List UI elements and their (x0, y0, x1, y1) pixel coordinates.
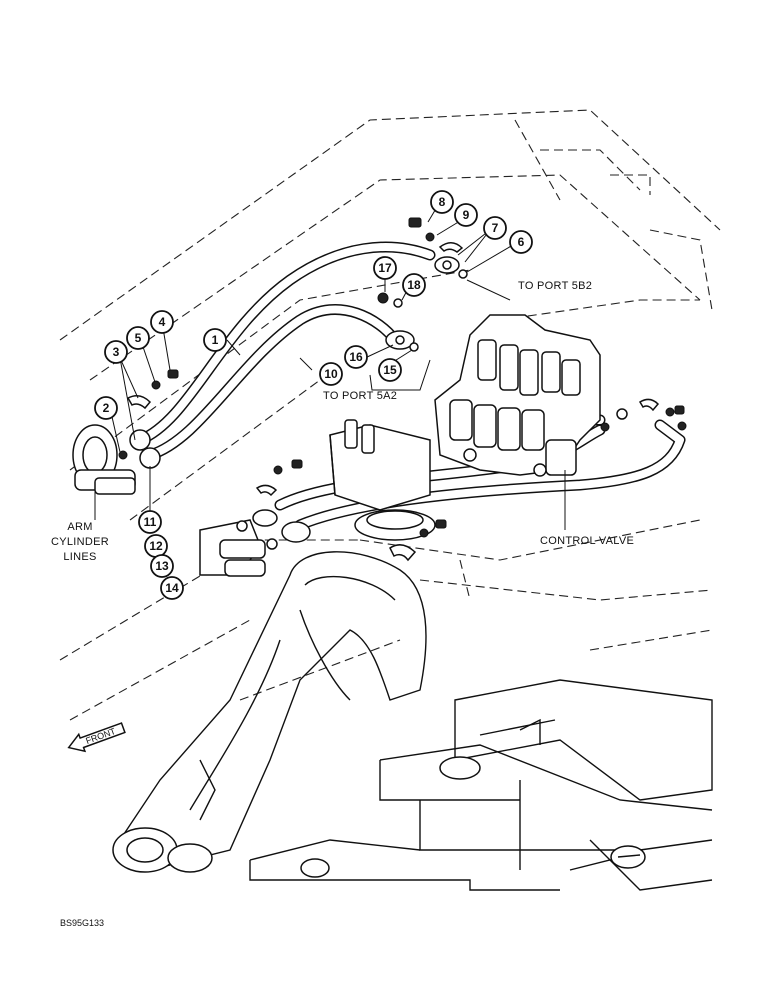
svg-text:17: 17 (378, 261, 392, 275)
svg-text:14: 14 (165, 581, 179, 595)
svg-text:1: 1 (212, 333, 219, 347)
upper-flange-fittings (377, 217, 468, 352)
control-valve-body (434, 314, 687, 477)
svg-text:13: 13 (155, 559, 169, 573)
figure-code: BS95G133 (60, 918, 104, 928)
svg-text:5: 5 (135, 331, 142, 345)
front-label: FRONT (84, 726, 117, 746)
swivel-block (329, 419, 436, 541)
svg-text:4: 4 (159, 315, 166, 329)
svg-text:10: 10 (324, 367, 338, 381)
callout-5: 5 (126, 326, 150, 350)
label-control-valve: CONTROL VALVE (540, 535, 634, 547)
callout-17: 17 (373, 256, 397, 280)
callout-4: 4 (150, 310, 174, 334)
svg-text:12: 12 (149, 539, 163, 553)
lower-fittings (199, 459, 447, 577)
callout-10: 10 (319, 362, 343, 386)
callout-2: 2 (94, 396, 118, 420)
svg-text:6: 6 (518, 235, 525, 249)
callout-18: 18 (402, 273, 426, 297)
label-arm: ARM (67, 521, 92, 533)
arm-cylinder-fittings (72, 369, 179, 495)
svg-text:7: 7 (492, 221, 499, 235)
callout-11: 11 (138, 510, 162, 534)
boom (112, 551, 427, 873)
svg-text:16: 16 (349, 350, 363, 364)
callout-12: 12 (144, 534, 168, 558)
callout-7: 7 (483, 216, 507, 240)
callout-13: 13 (150, 554, 174, 578)
callout-8: 8 (430, 190, 454, 214)
callouts: 1 2 3 4 5 6 7 8 9 10 11 12 13 14 15 16 1… (94, 190, 533, 600)
upper-frame-outline (59, 109, 721, 721)
svg-text:8: 8 (439, 195, 446, 209)
callout-9: 9 (454, 203, 478, 227)
callout-16: 16 (344, 345, 368, 369)
callout-6: 6 (509, 230, 533, 254)
lower-frame (249, 679, 713, 891)
callout-15: 15 (378, 358, 402, 382)
callout-1: 1 (203, 328, 227, 352)
svg-text:3: 3 (113, 345, 120, 359)
label-to-port-5b2: TO PORT 5B2 (518, 280, 592, 292)
svg-text:9: 9 (463, 208, 470, 222)
text-labels: TO PORT 5B2 TO PORT 5A2 ARM CYLINDER LIN… (51, 280, 634, 928)
label-cylinder: CYLINDER (51, 536, 109, 548)
svg-text:11: 11 (144, 515, 157, 529)
svg-text:18: 18 (407, 278, 421, 292)
callout-3: 3 (104, 340, 128, 364)
svg-text:15: 15 (383, 363, 397, 377)
label-lines: LINES (63, 551, 96, 563)
front-arrow: FRONT (67, 722, 126, 753)
svg-text:2: 2 (103, 401, 110, 415)
label-to-port-5a2: TO PORT 5A2 (323, 390, 397, 402)
callout-14: 14 (160, 576, 184, 600)
